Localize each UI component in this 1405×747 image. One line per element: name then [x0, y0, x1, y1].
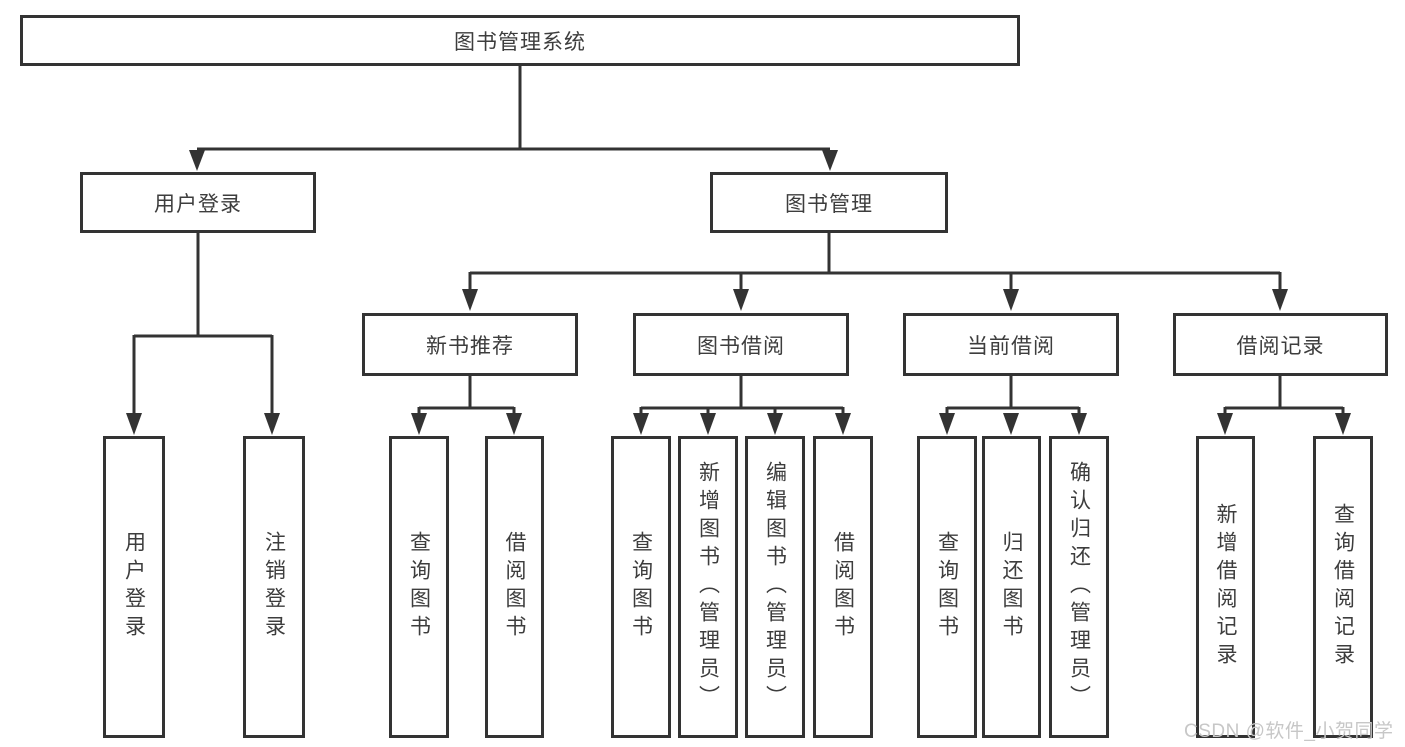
node-book-management-label: 图书管理	[785, 192, 873, 216]
leaf-current-query-books-label: 查询图书	[935, 531, 959, 643]
connector-root-to-level2	[197, 66, 830, 151]
node-root-library-system: 图书管理系统	[20, 15, 1020, 66]
node-user-login: 用户登录	[80, 172, 316, 233]
leaf-borrowing-edit-books-admin: 编辑图书（管理员）	[745, 436, 805, 738]
leaf-borrowing-query-books-label: 查询图书	[629, 531, 653, 643]
leaf-current-return-books-label: 归还图书	[1000, 531, 1023, 643]
node-new-book-recommend: 新书推荐	[362, 313, 578, 376]
arrowheads-level2	[189, 150, 838, 171]
leaf-current-return-books: 归还图书	[982, 436, 1041, 738]
node-book-borrowing-label: 图书借阅	[697, 334, 785, 358]
node-book-management: 图书管理	[710, 172, 948, 233]
leaf-newbook-query-books-label: 查询图书	[407, 531, 431, 643]
node-root-label: 图书管理系统	[454, 30, 586, 54]
leaf-newbook-query-books: 查询图书	[389, 436, 449, 738]
node-borrowing-records-label: 借阅记录	[1236, 334, 1325, 358]
leaf-user-login: 用户登录	[103, 436, 165, 738]
leaf-logout: 注销登录	[243, 436, 305, 738]
arrowheads-userlogin-leaves	[126, 413, 280, 435]
leaf-borrowing-borrow-books-label: 借阅图书	[831, 531, 855, 643]
connector-bookmgmt-to-level3	[468, 233, 1282, 290]
leaf-records-query-record-label: 查询借阅记录	[1331, 503, 1355, 671]
leaf-logout-label: 注销登录	[262, 531, 286, 643]
leaf-borrowing-query-books: 查询图书	[611, 436, 671, 738]
leaf-newbook-borrow-books: 借阅图书	[485, 436, 544, 738]
node-current-borrowing-label: 当前借阅	[967, 334, 1055, 358]
leaf-borrowing-add-books-admin: 新增图书（管理员）	[678, 436, 738, 738]
leaf-records-add-record: 新增借阅记录	[1196, 436, 1255, 738]
connector-newbookrec-to-leaves	[417, 376, 516, 414]
leaf-current-confirm-return-admin-label: 确认归还（管理员）	[1067, 461, 1091, 713]
leaf-current-confirm-return-admin: 确认归还（管理员）	[1049, 436, 1109, 738]
connector-userlogin-to-leaves	[132, 233, 274, 414]
leaf-borrowing-add-books-admin-label: 新增图书（管理员）	[696, 461, 720, 713]
connector-borrowingrecords-to-leaves	[1223, 376, 1345, 414]
leaf-borrowing-edit-books-admin-label: 编辑图书（管理员）	[763, 461, 787, 713]
arrowheads-leaf-row	[411, 413, 1351, 435]
leaf-user-login-label: 用户登录	[122, 531, 146, 643]
node-book-borrowing: 图书借阅	[633, 313, 849, 376]
csdn-watermark: CSDN @软件_小贺同学	[1184, 721, 1394, 742]
leaf-newbook-borrow-books-label: 借阅图书	[503, 531, 526, 643]
leaf-records-add-record-label: 新增借阅记录	[1214, 503, 1237, 671]
node-current-borrowing: 当前借阅	[903, 313, 1119, 376]
arrowheads-level3	[462, 289, 1288, 311]
connector-bookborrowing-to-leaves	[639, 376, 845, 414]
node-user-login-label: 用户登录	[154, 192, 242, 216]
node-borrowing-records: 借阅记录	[1173, 313, 1388, 376]
leaf-borrowing-borrow-books: 借阅图书	[813, 436, 873, 738]
leaf-current-query-books: 查询图书	[917, 436, 977, 738]
leaf-records-query-record: 查询借阅记录	[1313, 436, 1373, 738]
connector-currentborrowing-to-leaves	[945, 376, 1081, 414]
node-new-book-recommend-label: 新书推荐	[426, 334, 514, 358]
